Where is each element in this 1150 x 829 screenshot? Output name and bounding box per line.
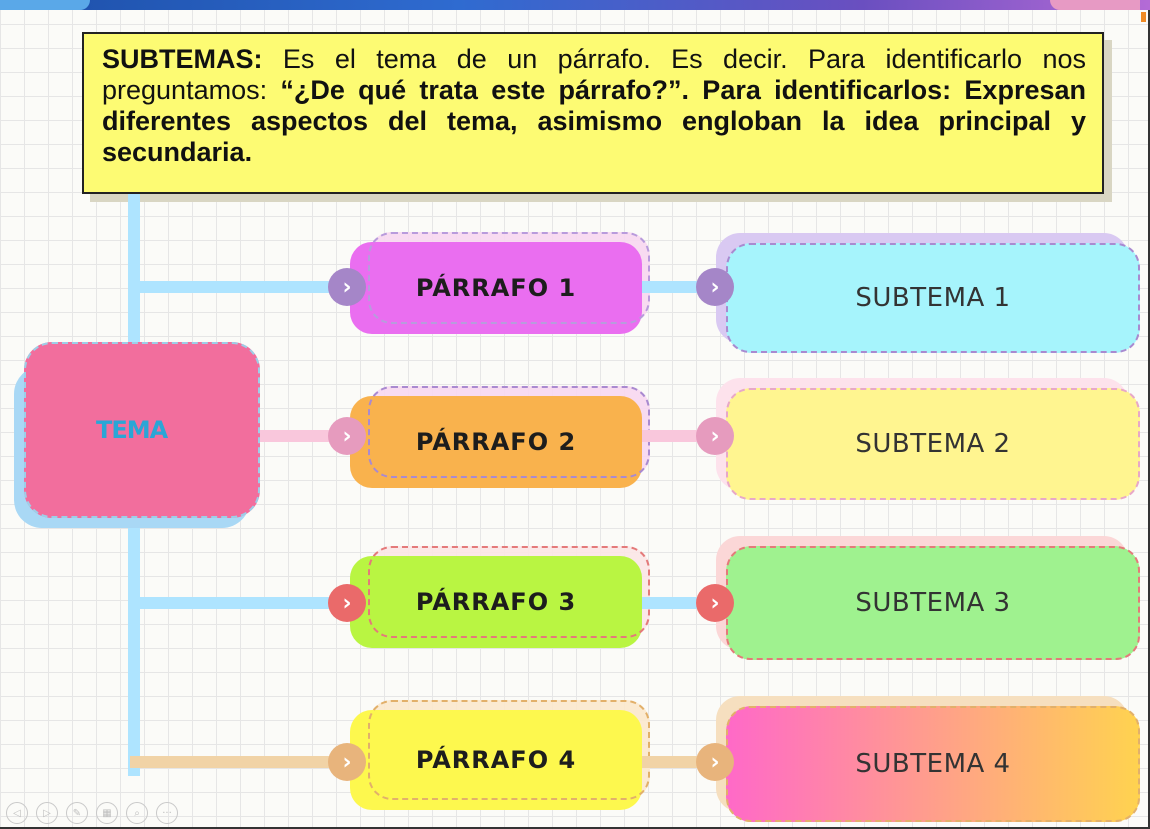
subtema-1-label: SUBTEMA 1 [855,283,1011,313]
definition-label: SUBTEMAS: [102,44,263,74]
subtema-3-label: SUBTEMA 3 [855,588,1011,618]
parrafo-2-label: PÁRRAFO 2 [415,428,577,456]
definition-box: SUBTEMAS: Es el tema de un párrafo. Es d… [82,32,1104,194]
tema-label: TEMA [96,416,168,444]
connector-tema-parrafo-4 [130,756,332,768]
parrafo-2-arrow-icon: › [328,417,366,455]
connector-parrafo-subtema-3 [642,597,712,609]
parrafo-1-box: PÁRRAFO 1 [350,242,642,334]
parrafo-3-box: PÁRRAFO 3 [350,556,642,648]
bottom-border [0,827,1150,829]
connector-tema-parrafo-2 [260,430,332,442]
parrafo-3-dashed-outline [368,546,650,638]
parrafo-1-arrow-icon: › [328,268,366,306]
definition-question: “¿De qué trata este párrafo?”. Para iden… [102,75,1086,167]
parrafo-3-label: PÁRRAFO 3 [415,588,577,616]
tema-box: TEMA [24,342,260,518]
subtema-1-arrow-icon: › [696,268,734,306]
presentation-toolbar: ◁ ▷ ✎ ▦ ⌕ ··· [6,802,178,826]
parrafo-2-box: PÁRRAFO 2 [350,396,642,488]
connector-parrafo-subtema-4 [642,756,712,768]
subtema-4-label: SUBTEMA 4 [855,749,1011,779]
subtema-3-box: SUBTEMA 3 [726,546,1140,660]
top-banner [0,0,1150,10]
subtema-3-dashed-outline [726,546,1140,660]
parrafo-4-arrow-icon: › [328,743,366,781]
subtema-2-dashed-outline [726,388,1140,500]
subtema-2-box: SUBTEMA 2 [726,388,1140,500]
subtema-2-label: SUBTEMA 2 [855,429,1011,459]
pen-icon[interactable]: ✎ [66,802,88,824]
subtema-1-dashed-outline [726,243,1140,353]
connector-parrafo-subtema-1 [642,281,712,293]
parrafo-4-label: PÁRRAFO 4 [415,746,577,774]
parrafo-3-arrow-icon: › [328,584,366,622]
subtema-4-dashed-outline [726,706,1140,822]
parrafo-4-box: PÁRRAFO 4 [350,710,642,810]
subtema-4-box: SUBTEMA 4 [726,706,1140,822]
next-icon[interactable]: ▷ [36,802,58,824]
parrafo-1-dashed-outline [368,232,650,324]
parrafo-1-label: PÁRRAFO 1 [415,274,577,302]
subtema-4-arrow-icon: › [696,743,734,781]
connector-tema-parrafo-1 [140,281,332,293]
subtema-2-arrow-icon: › [696,417,734,455]
more-icon[interactable]: ··· [156,802,178,824]
zoom-icon[interactable]: ⌕ [126,802,148,824]
corner-mark [1141,12,1146,22]
slides-icon[interactable]: ▦ [96,802,118,824]
subtema-1-box: SUBTEMA 1 [726,243,1140,353]
definition-text: Es el tema de un párrafo. Es decir. Para… [102,44,1086,105]
right-border [1148,10,1150,829]
parrafo-4-dashed-outline [368,700,650,800]
connector-tema-parrafo-3 [130,597,332,609]
tema-dashed-outline [24,342,260,518]
previous-icon[interactable]: ◁ [6,802,28,824]
parrafo-2-dashed-outline [368,386,650,478]
connector-parrafo-subtema-2 [642,430,712,442]
subtema-3-arrow-icon: › [696,584,734,622]
